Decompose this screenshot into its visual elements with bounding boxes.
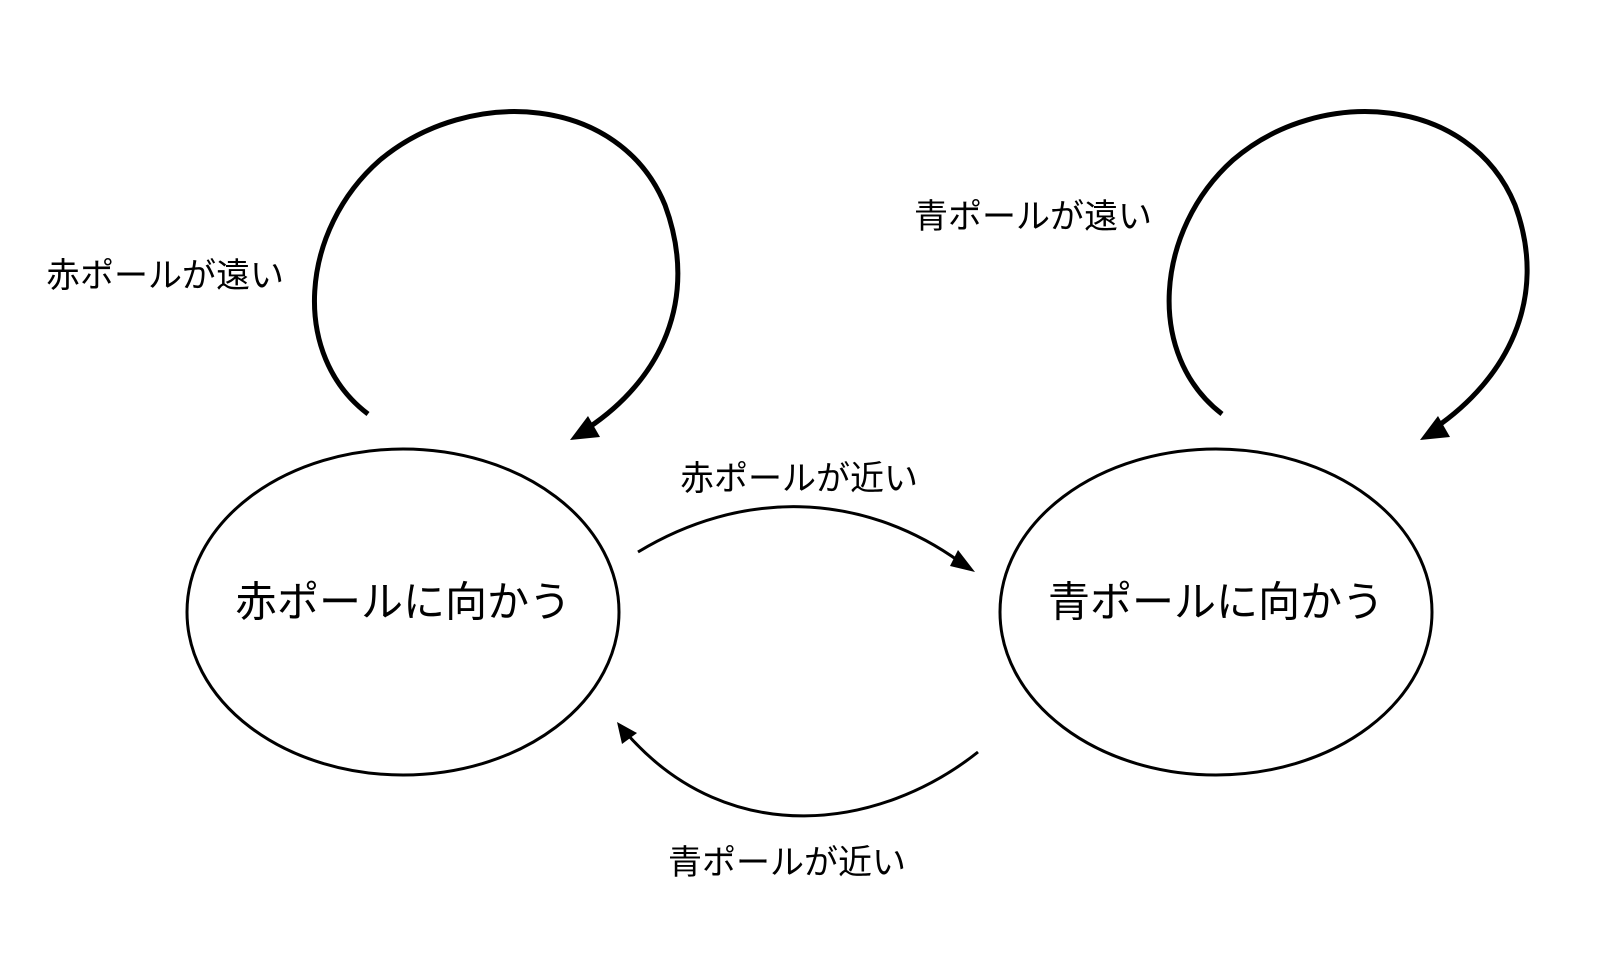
transition-label-blue-near: 青ポールが近い (668, 843, 906, 883)
transition-label-red-near: 赤ポールが近い (680, 459, 918, 499)
transition-label-red-far: 赤ポールが遠い (46, 256, 284, 296)
transition-red-to-blue-arrow (637, 505, 961, 564)
arrowhead-icon (617, 722, 637, 744)
self-loop-blue-arrow (1166, 109, 1530, 431)
arrowhead-icon (570, 416, 600, 440)
arrowhead-icon (1420, 416, 1450, 440)
state-label-blue: 青ポールに向かう (1048, 578, 1384, 627)
self-loop-red: 赤ポールが遠い (46, 109, 681, 440)
state-ellipse-blue (998, 447, 1434, 777)
self-loop-blue: 青ポールが遠い (914, 109, 1530, 440)
arrowhead-icon (950, 550, 975, 572)
state-label-red: 赤ポールに向かう (235, 578, 571, 627)
transition-label-blue-far: 青ポールが遠い (914, 197, 1152, 237)
transition-red-to-blue: 赤ポールが近い (637, 459, 975, 572)
transition-blue-to-red: 青ポールが近い (617, 722, 979, 883)
state-ellipse-red (185, 447, 621, 777)
transition-blue-to-red-arrow (626, 734, 979, 818)
state-node-red: 赤ポールに向かう (185, 447, 621, 777)
self-loop-red-arrow (311, 109, 681, 431)
state-node-blue: 青ポールに向かう (998, 447, 1434, 777)
